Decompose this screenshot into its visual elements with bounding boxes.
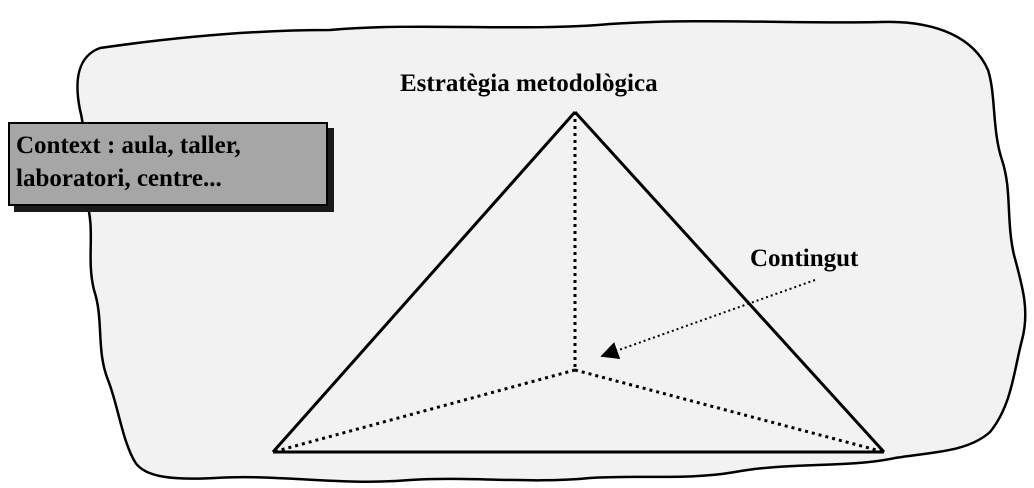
context-line-2: laboratori, centre... (16, 165, 222, 192)
context-box: Context : aula, taller, laboratori, cent… (8, 122, 328, 206)
content-label: Contingut (750, 245, 859, 272)
apex-label: Estratègia metodològica (400, 70, 658, 97)
hidden-left-edge (272, 368, 576, 454)
hidden-right-edge (574, 368, 885, 454)
triangle-left-edge (271, 111, 577, 453)
context-line-1: Context : aula, taller, (16, 132, 241, 159)
triangle-right-edge (573, 110, 886, 454)
